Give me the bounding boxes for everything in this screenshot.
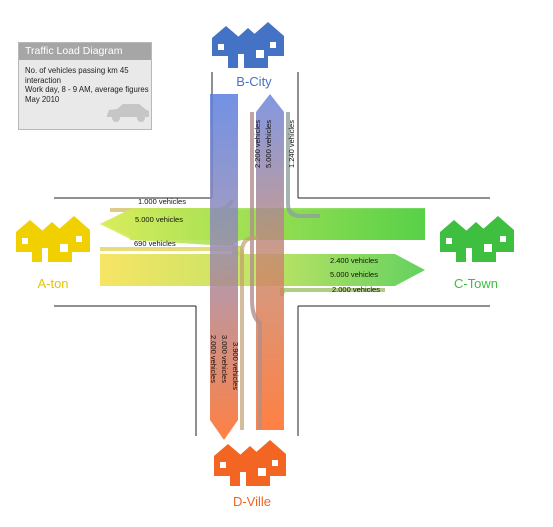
flow-label-d-to-c: 5.000 vehicles [330, 270, 378, 279]
road-lines [54, 72, 490, 436]
legend-line-2: Work day, 8 - 9 AM, average figures May … [25, 85, 149, 104]
flow-label-a-to-c: 2.400 vehicles [330, 256, 378, 265]
city-label-c-town: C-Town [454, 276, 498, 291]
legend-title: Traffic Load Diagram [19, 43, 151, 60]
flow-label-d-to-a: 690 vehicles [134, 239, 176, 248]
city-label-a-ton: A-ton [37, 276, 68, 291]
city-label-b-city: B-City [236, 74, 272, 89]
flow-label-c-to-a: 5.000 vehicles [135, 215, 183, 224]
flow-label-c-to-b: 1.240 vehicles [287, 120, 296, 168]
flow-arrows-vertical [210, 94, 320, 440]
flow-d-to-b [256, 94, 284, 430]
flow-label-a-to-d: 3.000 vehicles [220, 335, 229, 383]
house-c-town-icon [440, 216, 514, 262]
flow-b-to-c [280, 288, 385, 296]
legend-panel: Traffic Load Diagram No. of vehicles pas… [18, 42, 152, 130]
flow-b-to-d [210, 94, 238, 440]
city-label-d-ville: D-Ville [233, 494, 271, 509]
house-d-ville-icon [214, 440, 286, 486]
house-a-ton-icon [16, 216, 90, 262]
flow-label-c-to-d: 3.900 vehicles [231, 342, 240, 390]
flow-label-a-to-b: 2.200 vehicles [253, 120, 262, 168]
flow-label-b-to-a: 1.000 vehicles [138, 197, 186, 206]
legend-description: No. of vehicles passing km 45 interactio… [25, 66, 149, 104]
flow-label-b-to-d: 2.000 vehicles [209, 335, 218, 383]
car-icon [107, 104, 149, 122]
legend-line-1: No. of vehicles passing km 45 interactio… [25, 66, 129, 85]
flow-label-d-to-b: 5.000 vehicles [264, 120, 273, 168]
flow-label-b-to-c: 2.000 vehicles [332, 285, 380, 294]
flow-d-to-a [100, 247, 244, 262]
house-b-city-icon [212, 22, 284, 68]
